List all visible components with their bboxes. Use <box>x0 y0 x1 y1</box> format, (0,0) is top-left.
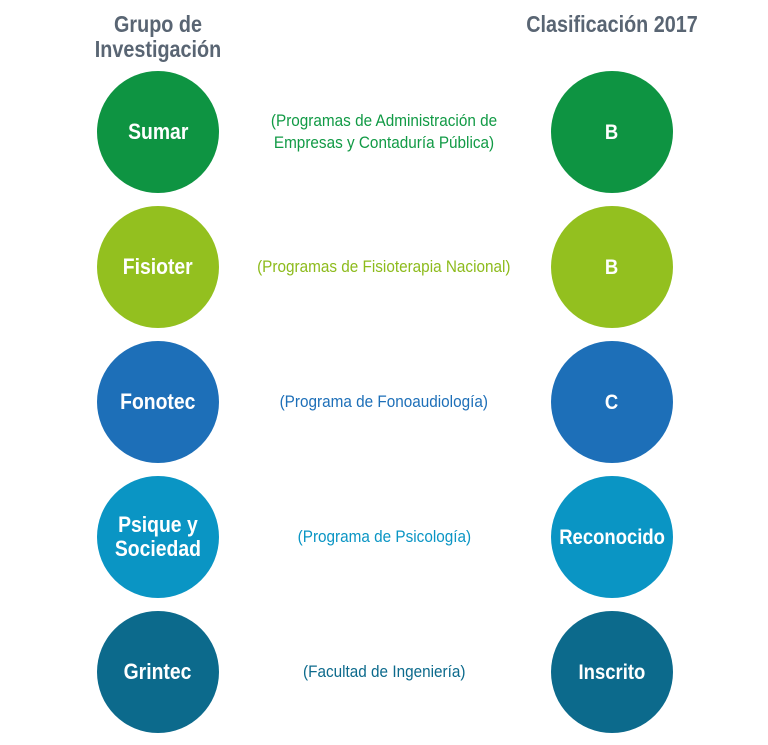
group-row-fonotec: Fonotec (Programa de Fonoaudiología) C <box>0 341 768 463</box>
classification-column-header: Clasificación 2017 <box>526 11 698 37</box>
group-column-header: Grupo de Investigación <box>94 11 222 62</box>
group-name: Fisioter <box>123 254 193 279</box>
group-circle: Fonotec <box>97 341 219 463</box>
classification-circle: C <box>551 341 673 463</box>
group-description: (Programas de Administración de Empresas… <box>270 111 498 152</box>
group-circle: Fisioter <box>97 206 219 328</box>
classification-circle: Inscrito <box>551 611 673 733</box>
classification-circle: B <box>551 206 673 328</box>
group-name: Grintec <box>124 659 192 684</box>
group-description: (Programa de Psicología) <box>297 527 471 546</box>
classification-label: Reconocido <box>559 525 665 549</box>
classification-circle: Reconocido <box>551 476 673 598</box>
group-description: (Programa de Fonoaudiología) <box>279 392 489 411</box>
classification-label: Inscrito <box>578 660 646 684</box>
group-description: (Programas de Fisioterapia Nacional) <box>257 257 511 276</box>
classification-circle: B <box>551 71 673 193</box>
group-row-fisioter: Fisioter (Programas de Fisioterapia Naci… <box>0 206 768 328</box>
group-circle: Sumar <box>97 71 219 193</box>
group-name: Fonotec <box>120 389 196 414</box>
group-description: (Facultad de Ingeniería) <box>302 662 466 681</box>
group-circle: Psique y Sociedad <box>97 476 219 598</box>
group-name: Sumar <box>127 119 189 144</box>
group-row-grintec: Grintec (Facultad de Ingeniería) Inscrit… <box>0 611 768 733</box>
group-row-sumar: Sumar (Programas de Administración de Em… <box>0 71 768 193</box>
group-name: Psique y Sociedad <box>114 512 202 561</box>
group-row-psique-y-sociedad: Psique y Sociedad (Programa de Psicologí… <box>0 476 768 598</box>
classification-label: B <box>605 255 619 279</box>
group-circle: Grintec <box>97 611 219 733</box>
classification-label: C <box>605 390 619 414</box>
classification-label: B <box>605 120 619 144</box>
